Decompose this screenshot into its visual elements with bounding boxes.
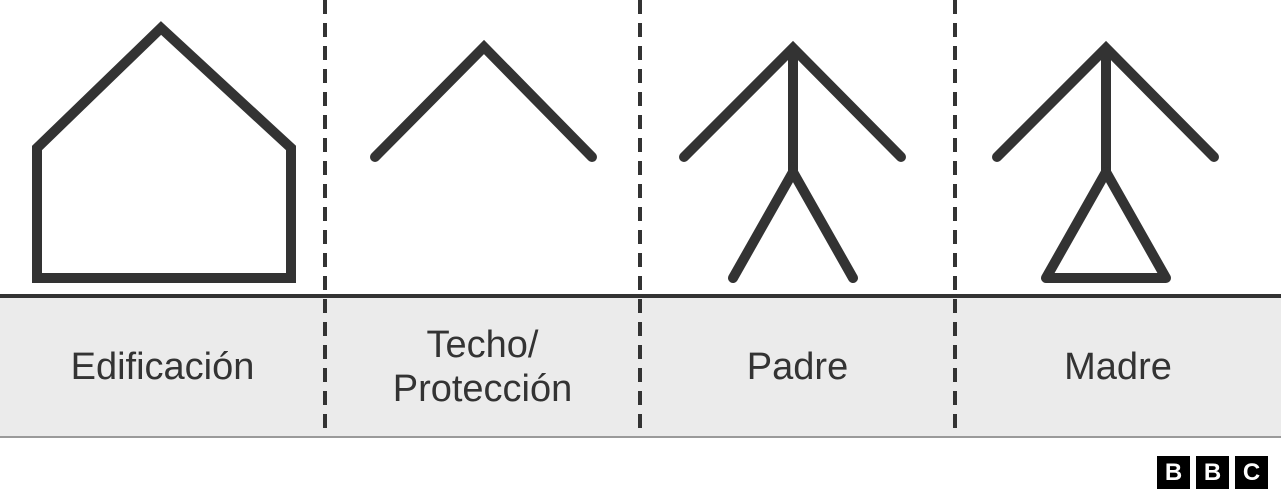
bbc-logo: B B C: [1157, 456, 1268, 489]
column-label-edificacion: Edificación: [70, 345, 255, 388]
bbc-logo-block-2: B: [1196, 456, 1229, 489]
father-stick-figure-icon: [679, 40, 906, 283]
bbc-logo-block-1: B: [1157, 456, 1190, 489]
icon-strip: [32, 21, 1219, 283]
icon-svg: [32, 21, 1219, 283]
column-label-padre: Padre: [746, 345, 849, 388]
label-band-bottom-rule: [0, 436, 1281, 438]
column-label-madre: Madre: [1064, 345, 1172, 388]
bbc-logo-block-3: C: [1235, 456, 1268, 489]
house-outline-icon: [32, 21, 296, 283]
mother-stick-figure-icon: [992, 40, 1219, 283]
roof-chevron-icon: [370, 39, 597, 162]
column-separator-3: [953, 0, 957, 436]
column-separator-1: [323, 0, 327, 436]
column-label-techo-proteccion: Techo/ Protección: [392, 323, 573, 410]
column-separator-2: [638, 0, 642, 436]
